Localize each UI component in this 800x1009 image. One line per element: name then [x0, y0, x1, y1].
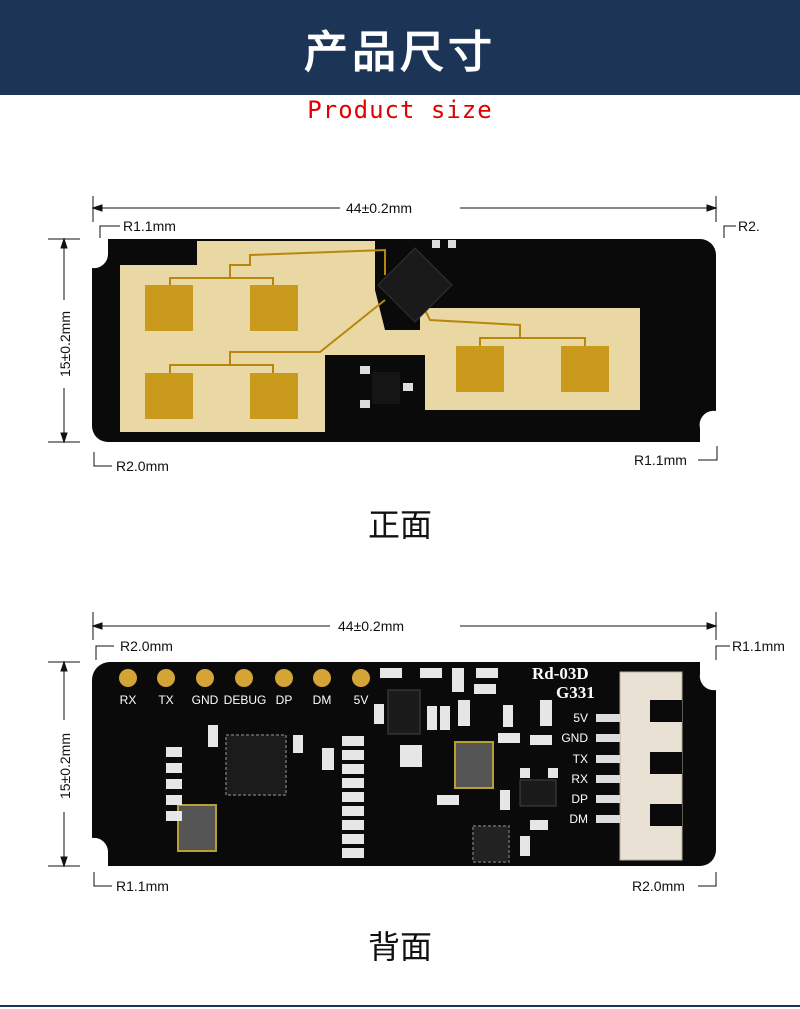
back-mcu-chip [225, 734, 287, 796]
antenna-patch [145, 285, 193, 331]
front-dimension-lines [48, 196, 736, 467]
back-corner-bottom-right: R2.0mm [632, 878, 685, 894]
front-caption: 正面 [367, 506, 432, 544]
silkscreen-code: G331 [556, 683, 595, 702]
pad-label-debug: DEBUG [223, 693, 267, 707]
back-pads [119, 669, 370, 687]
pad-label-dp: DP [275, 693, 293, 707]
page-title: 产品尺寸 [304, 26, 496, 78]
antenna-feed-lines [169, 248, 586, 373]
pad-label-5v: 5V [353, 693, 369, 707]
back-corner-top-right: R1.1mm [732, 638, 785, 654]
front-radar-chip [377, 247, 453, 323]
back-width-label: 44±0.2mm [338, 618, 405, 634]
back-corner-top-left: R2.0mm [120, 638, 173, 654]
front-height-label: 15±0.2mm [57, 310, 73, 378]
connector-pin-tx: TX [572, 752, 588, 766]
antenna-patch [250, 285, 298, 331]
back-crystal [454, 741, 494, 789]
antenna-patch [145, 373, 193, 419]
pad-label-rx: RX [119, 693, 137, 707]
front-pcb [92, 239, 716, 442]
connector-pin-gnd: GND [561, 731, 588, 745]
front-corner-top-left: R1.1mm [123, 218, 176, 234]
back-height-label: 15±0.2mm [57, 732, 73, 800]
antenna-patch [250, 373, 298, 419]
bottom-divider [0, 1005, 800, 1007]
back-dimension-lines [48, 612, 730, 887]
pad-label-gnd: GND [191, 693, 219, 707]
connector-pin-rx: RX [571, 772, 588, 786]
header-banner: 产品尺寸 [0, 0, 800, 95]
front-corner-bottom-right: R1.1mm [634, 452, 687, 468]
connector-pin-dp: DP [571, 792, 588, 806]
front-corner-top-right: R2. [738, 218, 760, 234]
silkscreen-model: Rd-03D [532, 664, 589, 683]
pad-label-tx: TX [158, 693, 174, 707]
front-corner-bottom-left: R2.0mm [116, 458, 169, 474]
back-connector [596, 671, 683, 861]
antenna-patch [456, 346, 504, 392]
connector-pin-5v: 5V [573, 711, 588, 725]
back-small-ic [472, 825, 510, 863]
pad-label-dm: DM [312, 693, 332, 707]
connector-pin-dm: DM [569, 812, 588, 826]
back-crystal [177, 804, 217, 852]
back-pcb [92, 662, 716, 866]
page-subtitle: Product size [307, 96, 493, 124]
front-width-label: 44±0.2mm [346, 200, 413, 216]
antenna-patch [561, 346, 609, 392]
back-caption: 背面 [367, 928, 432, 966]
back-corner-bottom-left: R1.1mm [116, 878, 169, 894]
